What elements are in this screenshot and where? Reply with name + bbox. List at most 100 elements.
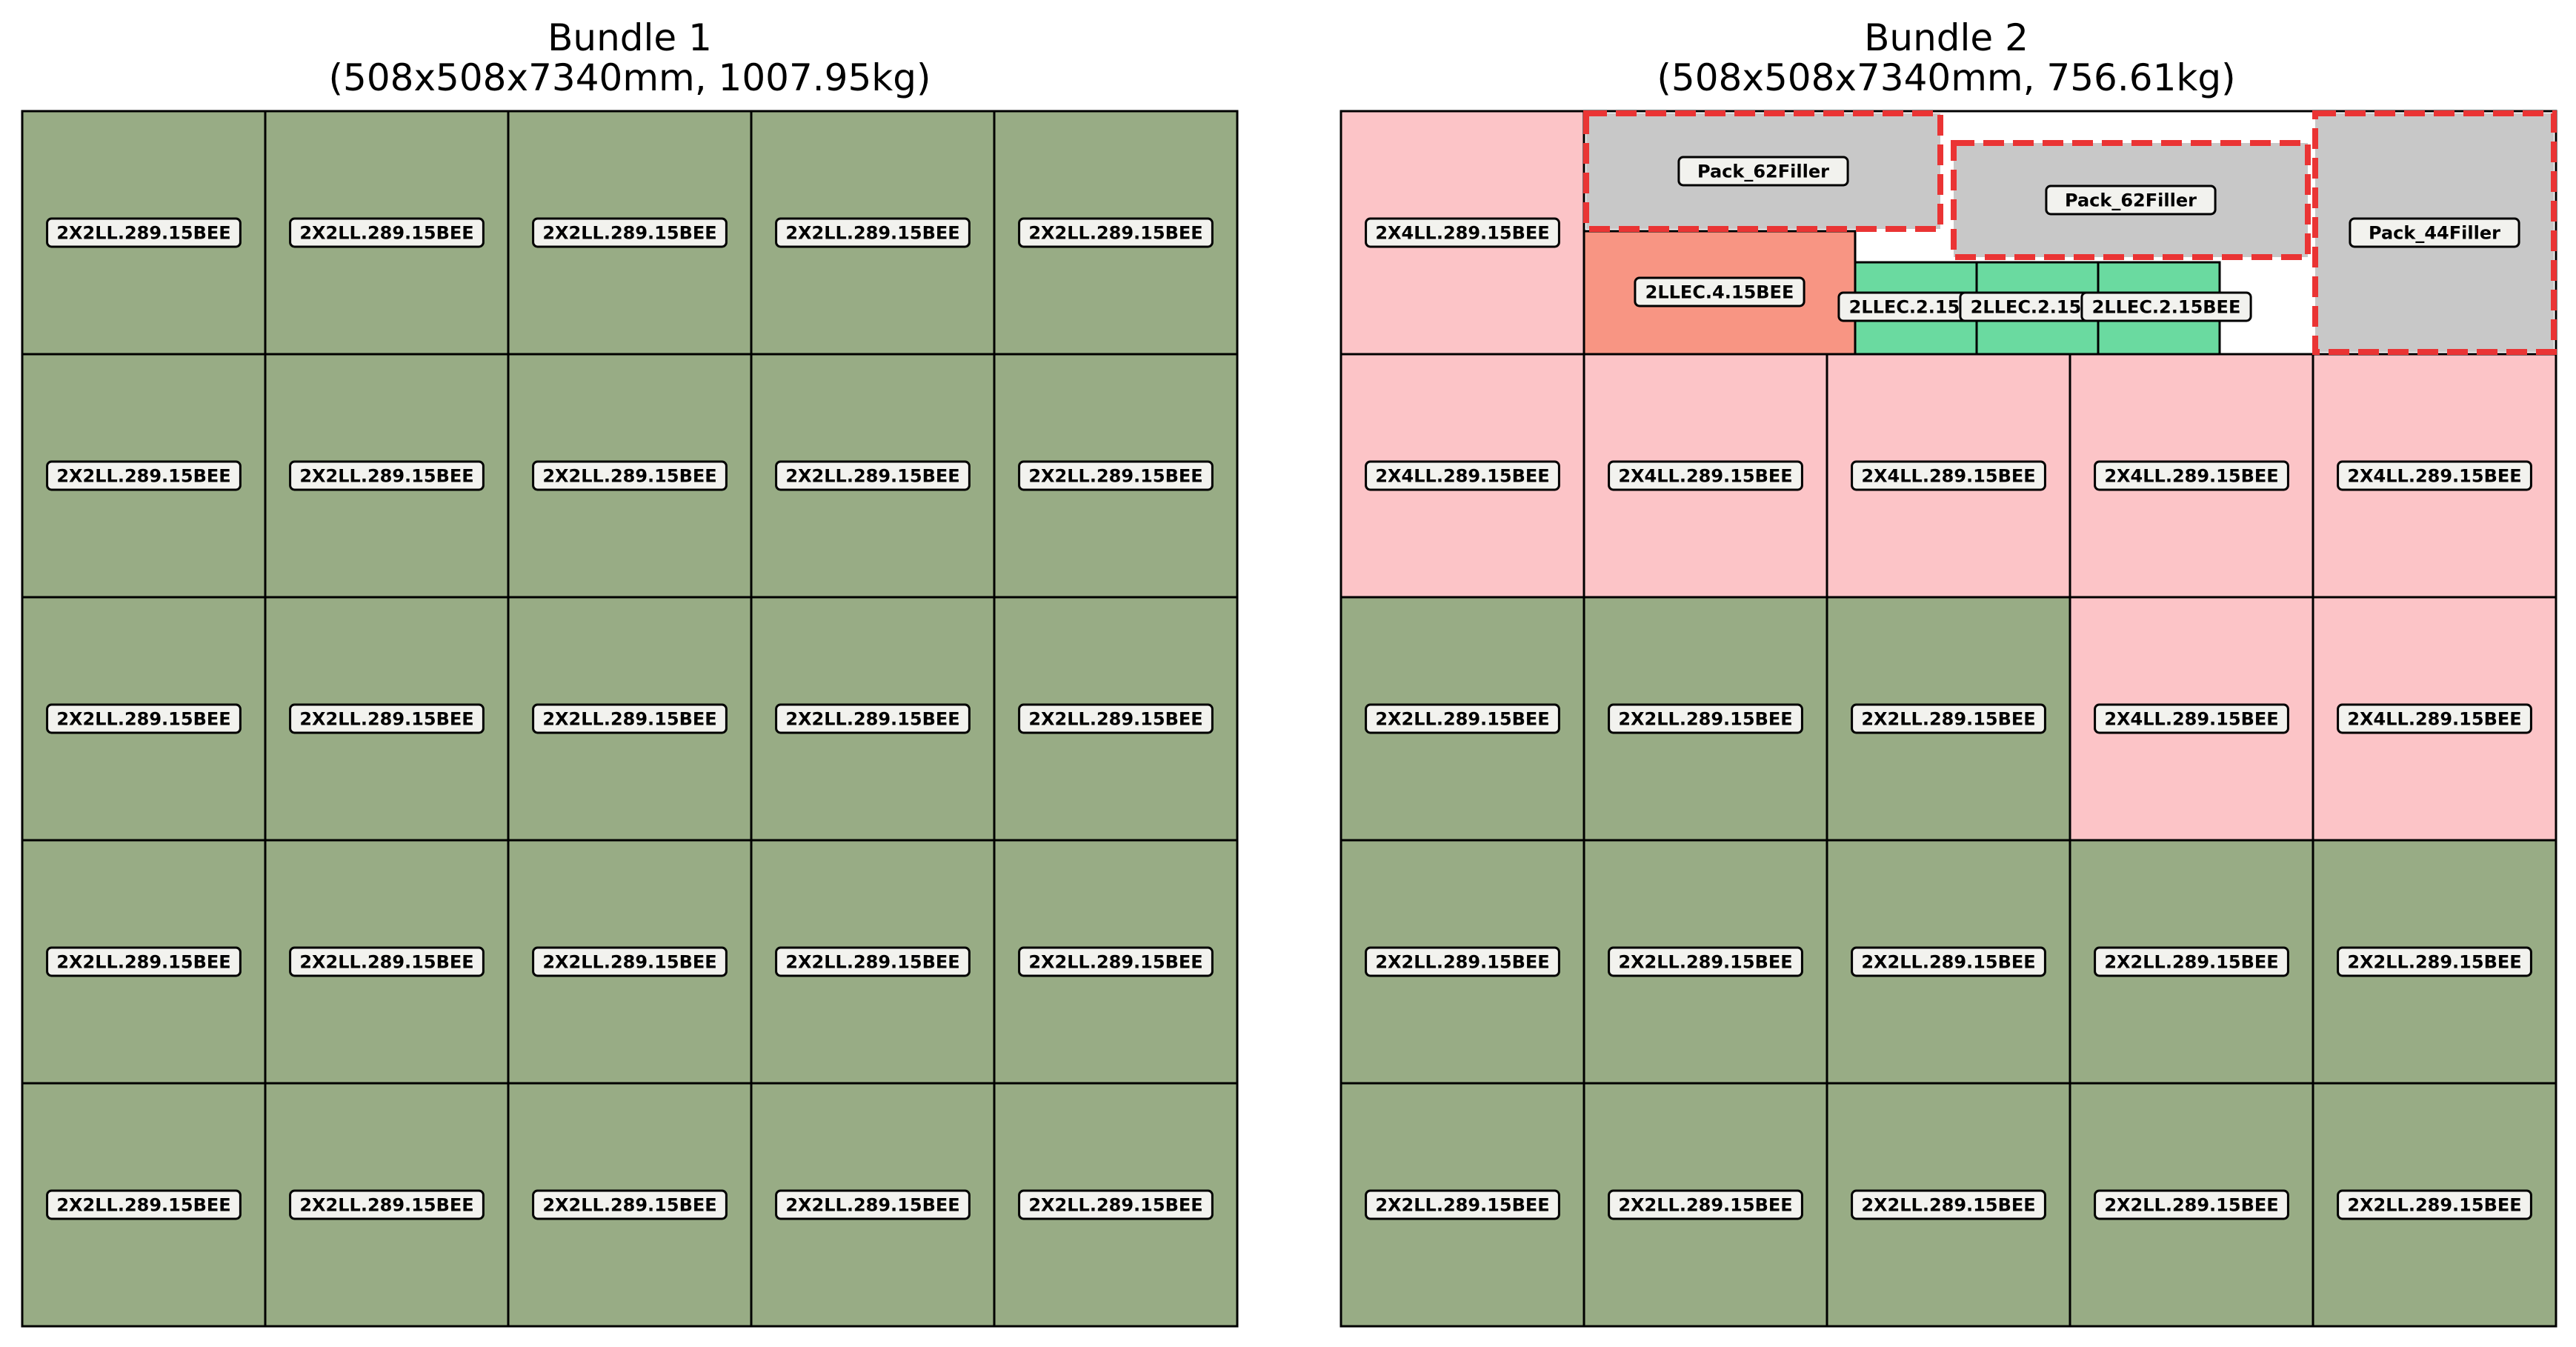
bundle-2-label-4-0-text: 2X2LL.289.15BEE — [1375, 1195, 1549, 1216]
bundle-2-part-label-3-box — [2080, 291, 2252, 322]
bundle-2-label-2-3-box — [2094, 703, 2289, 734]
bundle-2-label-3-2-text: 2X2LL.289.15BEE — [1861, 952, 2035, 973]
bundle-2-label-2-0-text: 2X2LL.289.15BEE — [1375, 709, 1549, 730]
bundle-1-label-3-1-text: 2X2LL.289.15BEE — [299, 952, 473, 973]
bundle-1-label-1-2-text: 2X2LL.289.15BEE — [542, 466, 716, 487]
bundle-1-label-2-4-text: 2X2LL.289.15BEE — [1028, 709, 1202, 730]
bundle-1-label-0-2-text: 2X2LL.289.15BEE — [542, 223, 716, 244]
bundle-1-label-3-3-box — [775, 946, 971, 977]
bundle-1-label-1-1-box — [289, 460, 485, 491]
bundle-2-label-1-0-box — [1365, 460, 1560, 491]
bundle-2-filler-label-4-text: Pack_62Filler — [1697, 162, 1829, 182]
bundle-1-label-0-3-text: 2X2LL.289.15BEE — [785, 223, 959, 244]
bundle-1-label-4-0-box — [46, 1189, 242, 1220]
bundle-1-label-3-4-box — [1018, 946, 1214, 977]
bundle-2-label-2-4-box — [2337, 703, 2532, 734]
bundle-2-label-1-1-text: 2X4LL.289.15BEE — [1618, 466, 1792, 487]
bundle-1-label-3-4-text: 2X2LL.289.15BEE — [1028, 952, 1202, 973]
bundle-1-label-4-4-box — [1018, 1189, 1214, 1220]
bundle-2-filler-label-6-box — [2349, 217, 2520, 248]
bundle-2-label-1-0-text: 2X4LL.289.15BEE — [1375, 466, 1549, 487]
bundle-1-label-2-1-text: 2X2LL.289.15BEE — [299, 709, 473, 730]
bundle-2-label-1-4-box — [2337, 460, 2532, 491]
bundle-1-label-2-2-text: 2X2LL.289.15BEE — [542, 709, 716, 730]
bundle-2-frame — [1339, 110, 2557, 1328]
bundle-2-label-2-1-text: 2X2LL.289.15BEE — [1618, 709, 1792, 730]
bundle-1-label-1-1-text: 2X2LL.289.15BEE — [299, 466, 473, 487]
bundle-2-label-2-4-text: 2X4LL.289.15BEE — [2347, 709, 2521, 730]
bundle-1-label-2-1-box — [289, 703, 485, 734]
bundle-1-label-1-0-box — [46, 460, 242, 491]
bundle-1-label-0-1-box — [289, 217, 485, 248]
bundle-2-label-4-1-box — [1608, 1189, 1803, 1220]
bundle-2-subtitle: (508x508x7340mm, 756.61kg) — [1657, 56, 2235, 99]
bundle-2-label-2-2-text: 2X2LL.289.15BEE — [1861, 709, 2035, 730]
bundle-1-frame — [21, 110, 1239, 1328]
bundle-2-label-1-3-text: 2X4LL.289.15BEE — [2104, 466, 2278, 487]
bundle-1-label-3-3-text: 2X2LL.289.15BEE — [785, 952, 959, 973]
bundle-2-label-3-0-text: 2X2LL.289.15BEE — [1375, 952, 1549, 973]
bundle-1-subtitle: (508x508x7340mm, 1007.95kg) — [329, 56, 931, 99]
bundle-1-label-0-4-text: 2X2LL.289.15BEE — [1028, 223, 1202, 244]
bundle-1-label-3-2-text: 2X2LL.289.15BEE — [542, 952, 716, 973]
bundle-2-label-4-1-text: 2X2LL.289.15BEE — [1618, 1195, 1792, 1216]
bundle-1-label-2-0-box — [46, 703, 242, 734]
bundle-1-label-2-4-box — [1018, 703, 1214, 734]
bundle-1-label-3-0-box — [46, 946, 242, 977]
bundle-2-label-4-2-text: 2X2LL.289.15BEE — [1861, 1195, 2035, 1216]
bundle-2-label-3-4-box — [2337, 946, 2532, 977]
bundle-2-filler-label-4-box — [1677, 156, 1849, 187]
bundle-2-label-3-4-text: 2X2LL.289.15BEE — [2347, 952, 2521, 973]
bundle-2-label-2-3-text: 2X4LL.289.15BEE — [2104, 709, 2278, 730]
bundle-1-label-0-1-text: 2X2LL.289.15BEE — [299, 223, 473, 244]
bundle-1-label-2-2-box — [532, 703, 728, 734]
bundle-1-label-4-2-text: 2X2LL.289.15BEE — [542, 1195, 716, 1216]
bundle-1-label-1-4-box — [1018, 460, 1214, 491]
bundle-2-label-1-2-text: 2X4LL.289.15BEE — [1861, 466, 2035, 487]
bundle-1-label-0-0-text: 2X2LL.289.15BEE — [56, 223, 230, 244]
bundle-2-label-1-3-box — [2094, 460, 2289, 491]
bundle-2-filler-label-5-text: Pack_62Filler — [2065, 190, 2197, 211]
bundle-1-label-1-2-box — [532, 460, 728, 491]
bundle-1-label-1-4-text: 2X2LL.289.15BEE — [1028, 466, 1202, 487]
bundle-2-label-3-1-text: 2X2LL.289.15BEE — [1618, 952, 1792, 973]
bundle-1-label-0-2-box — [532, 217, 728, 248]
bundle-2-label-1-2-box — [1851, 460, 2046, 491]
bundle-2-label-2-1-box — [1608, 703, 1803, 734]
bundle-1-label-2-3-text: 2X2LL.289.15BEE — [785, 709, 959, 730]
bundle-1-label-1-0-text: 2X2LL.289.15BEE — [56, 466, 230, 487]
bundle-1-label-3-1-box — [289, 946, 485, 977]
bundle-2-label-3-3-text: 2X2LL.289.15BEE — [2104, 952, 2278, 973]
bundle-2-label-4-0-box — [1365, 1189, 1560, 1220]
bundle-1-label-4-3-text: 2X2LL.289.15BEE — [785, 1195, 959, 1216]
bundle-2-filler-label-6-text: Pack_44Filler — [2369, 223, 2500, 244]
bundle-2-label-0-0-box — [1365, 217, 1560, 248]
bundle-2-part-label-3-text: 2LLEC.2.15BEE — [2092, 297, 2241, 318]
bundle-2-label-4-2-box — [1851, 1189, 2046, 1220]
bundle-2-label-4-4-box — [2337, 1189, 2532, 1220]
bundle-1-label-4-1-box — [289, 1189, 485, 1220]
bundle-1-label-0-0-box — [46, 217, 242, 248]
bundle-1-label-0-3-box — [775, 217, 971, 248]
bundle-2-part-label-0-text: 2LLEC.4.15BEE — [1645, 282, 1794, 303]
bundle-2-label-3-3-box — [2094, 946, 2289, 977]
bundle-1-label-1-3-box — [775, 460, 971, 491]
bundle-1-label-2-0-text: 2X2LL.289.15BEE — [56, 709, 230, 730]
bundle-2-label-2-0-box — [1365, 703, 1560, 734]
bundle-2-label-4-3-text: 2X2LL.289.15BEE — [2104, 1195, 2278, 1216]
bundle-2-label-0-0-text: 2X4LL.289.15BEE — [1375, 223, 1549, 244]
bundle-2-label-3-2-box — [1851, 946, 2046, 977]
bundle-2-label-4-4-text: 2X2LL.289.15BEE — [2347, 1195, 2521, 1216]
bundle-1-label-4-0-text: 2X2LL.289.15BEE — [56, 1195, 230, 1216]
bundle-2-label-1-4-text: 2X4LL.289.15BEE — [2347, 466, 2521, 487]
bundle-1-label-4-2-box — [532, 1189, 728, 1220]
bundle-1-label-3-2-box — [532, 946, 728, 977]
bundle-2-filler-label-5-box — [2045, 184, 2217, 216]
bundle-1-label-4-4-text: 2X2LL.289.15BEE — [1028, 1195, 1202, 1216]
bundle-1-label-0-4-box — [1018, 217, 1214, 248]
bundle-2-label-3-0-box — [1365, 946, 1560, 977]
bundle-1-label-4-3-box — [775, 1189, 971, 1220]
bundle-2-label-2-2-box — [1851, 703, 2046, 734]
